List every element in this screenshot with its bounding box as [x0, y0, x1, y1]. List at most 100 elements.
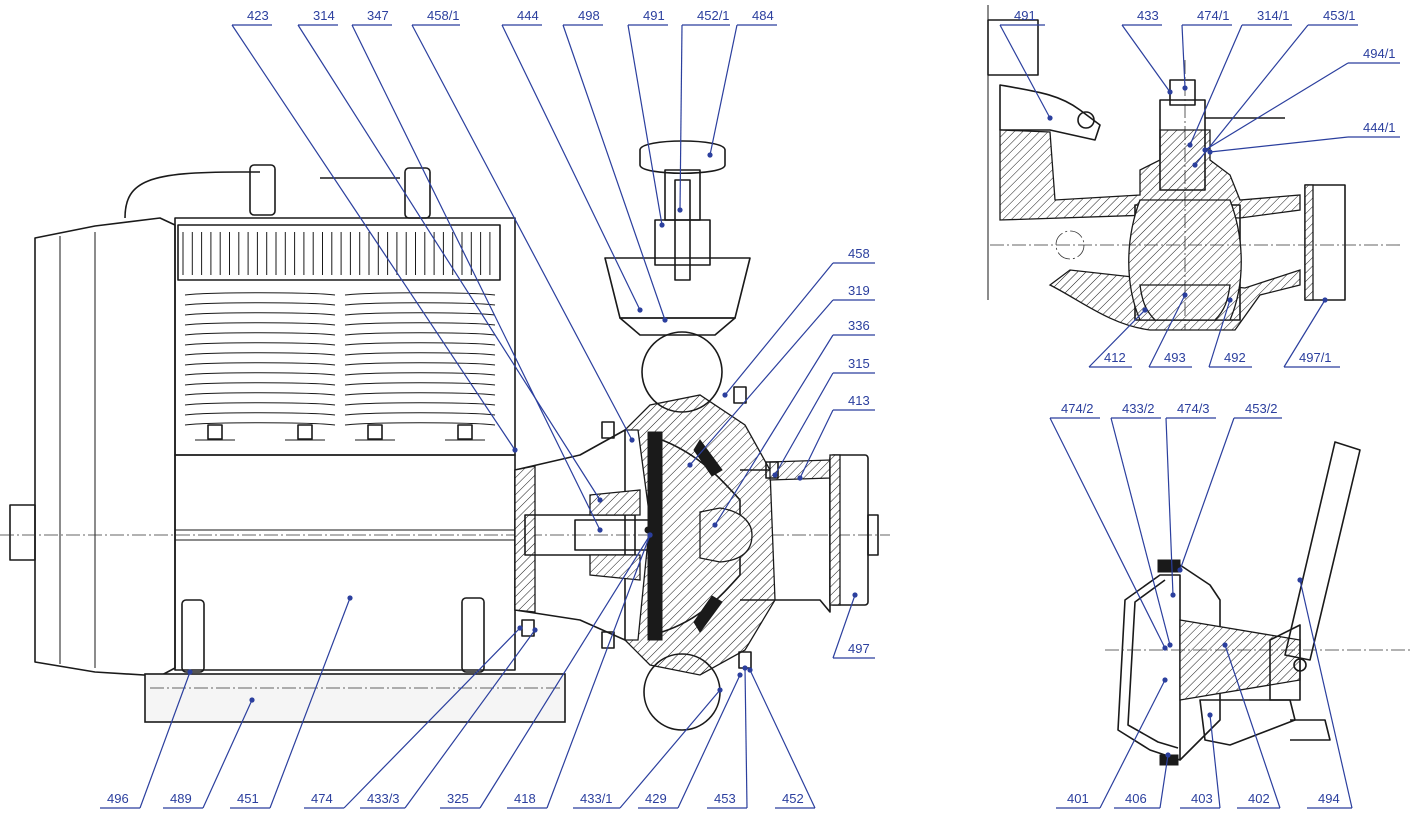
fin-line	[184, 312, 496, 316]
callout-dot	[597, 497, 603, 503]
callout-dot	[662, 317, 668, 323]
diaphragm-detail	[1105, 441, 1410, 766]
callout-label: 489	[170, 791, 192, 806]
callout-dot	[1222, 642, 1228, 648]
callout-leader	[1204, 62, 1349, 151]
callout-leader	[343, 627, 521, 809]
callout-dot	[1167, 89, 1173, 95]
callout-leader	[1224, 644, 1281, 809]
callout-label: 474	[311, 791, 333, 806]
callout-leader	[1194, 24, 1309, 166]
callout-leader	[139, 671, 191, 809]
callout-label: 458	[848, 246, 870, 261]
lever-pivot	[1293, 658, 1307, 672]
callout-label: 433/3	[367, 791, 400, 806]
callout-label: 474/1	[1197, 8, 1230, 23]
injector-1	[249, 164, 276, 216]
valve-lever-pivot	[1077, 111, 1095, 129]
callout-dot	[1142, 307, 1148, 313]
callout-dot	[737, 672, 743, 678]
cylinder-block	[174, 217, 516, 456]
callout-label: 493	[1164, 350, 1186, 365]
callout-leader	[1179, 417, 1235, 571]
callout-leader	[479, 534, 651, 809]
fin-line	[184, 332, 496, 336]
callout-leader	[404, 629, 536, 809]
valve-stem-nut	[1169, 79, 1196, 106]
fin-line	[184, 402, 496, 406]
callout-dot	[677, 207, 683, 213]
block-bolt	[297, 424, 313, 440]
callout-leader	[799, 409, 834, 479]
callout-dot	[852, 592, 858, 598]
impeller-vane-bottom	[693, 595, 723, 633]
callout-label: 418	[514, 791, 536, 806]
callout-label: 453/2	[1245, 401, 1278, 416]
callout-dot	[797, 475, 803, 481]
callout-leader	[1148, 294, 1186, 368]
callout-label: 314	[313, 8, 335, 23]
callout-dot	[512, 447, 518, 453]
callout-label: 433/1	[580, 791, 613, 806]
impeller-back-shroud	[647, 431, 663, 641]
fin-line	[184, 362, 496, 366]
callout-leader	[351, 24, 601, 531]
diaphragm-top-nut	[1157, 559, 1181, 573]
fuel-pipe-1	[124, 171, 260, 219]
engine-foot-right	[461, 597, 485, 673]
callout-dot	[1227, 297, 1233, 303]
callout-label: 452/1	[697, 8, 730, 23]
crankcase	[174, 454, 516, 671]
fin-line	[184, 322, 496, 326]
callout-label: 433	[1137, 8, 1159, 23]
block-bolt	[457, 424, 473, 440]
callout-leader	[1049, 417, 1166, 649]
callout-label: 491	[1014, 8, 1036, 23]
callout-dot	[187, 669, 193, 675]
callout-leader	[1209, 714, 1221, 809]
callout-label: 494	[1318, 791, 1340, 806]
callout-leader	[562, 24, 666, 321]
callout-label: 497	[848, 641, 870, 656]
callout-dot	[1165, 752, 1171, 758]
block-bolt	[207, 424, 223, 440]
callout-label: 496	[107, 791, 129, 806]
callout-dot	[1202, 147, 1208, 153]
callout-label: 315	[848, 356, 870, 371]
callout-label: 347	[367, 8, 389, 23]
callout-leader	[749, 669, 816, 809]
volute-upper-channel	[641, 331, 723, 413]
callout-dot	[1297, 577, 1303, 583]
callout-label: 474/2	[1061, 401, 1094, 416]
head-fins	[182, 232, 491, 275]
pump-lever	[1284, 441, 1361, 661]
valve-detail	[987, 5, 1400, 331]
callout-label: 402	[1248, 791, 1270, 806]
crank-stub	[9, 504, 36, 561]
callout-dot	[1207, 712, 1213, 718]
callout-label: 452	[782, 791, 804, 806]
priming-cup-base	[619, 317, 736, 336]
callout-leader	[501, 24, 641, 311]
seal-housing-top	[589, 489, 641, 516]
cylinder-head	[177, 224, 501, 281]
callout-label: 497/1	[1299, 350, 1332, 365]
callout-dot	[637, 307, 643, 313]
shaft-coupling	[524, 514, 636, 556]
callout-leader	[202, 699, 253, 809]
callout-leader	[744, 667, 748, 809]
callout-leader	[269, 597, 351, 809]
callout-label: 451	[237, 791, 259, 806]
fin-line	[184, 372, 496, 376]
impeller-nut	[699, 507, 753, 563]
callout-leader	[832, 594, 856, 659]
callout-dot	[1322, 297, 1328, 303]
callout-label: 401	[1067, 791, 1089, 806]
callout-dot	[647, 532, 653, 538]
callout-dot	[772, 472, 778, 478]
diaphragm-lower-body	[1199, 699, 1296, 746]
callout-dot	[687, 462, 693, 468]
